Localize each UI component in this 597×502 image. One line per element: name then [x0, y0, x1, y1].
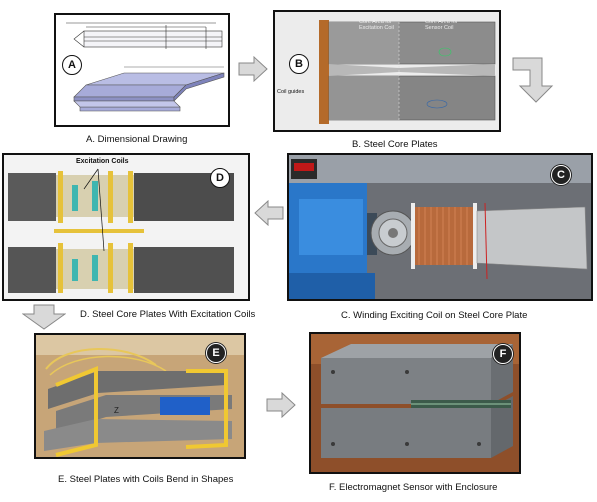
panel-d-badge: D	[210, 168, 230, 188]
panel-d-core-plates-with-coils: Excitation Coils D	[2, 153, 250, 301]
panel-e-bent-plates: Z E	[34, 333, 246, 459]
panel-d-caption: D. Steel Core Plates With Excitation Coi…	[80, 309, 256, 320]
bent-plates-image: Z	[36, 335, 244, 457]
label-excitation-coils: Excitation Coils	[76, 158, 129, 165]
panel-a-dimensional-drawing: A	[54, 13, 230, 127]
panel-b-caption: B. Steel Core Plates	[352, 139, 438, 150]
label-excitation-area: Core Area for Excitation Coil	[359, 19, 394, 31]
panel-a-badge: A	[62, 55, 82, 75]
panel-e-badge: E	[206, 343, 226, 363]
panel-b-steel-core-plates: Core Area for Excitation Coil Core Area …	[273, 10, 501, 132]
arrow-down-bend-icon	[512, 57, 554, 103]
panel-e-caption: E. Steel Plates with Coils Bend in Shape…	[58, 474, 234, 485]
panel-f-sensor-enclosure: F	[309, 332, 521, 474]
panel-f-badge: F	[493, 344, 513, 364]
panel-c-badge: C	[551, 165, 571, 185]
arrow-left-icon	[254, 200, 284, 226]
label-coil-guides: Coil guides	[277, 89, 305, 95]
arrow-down-icon	[22, 304, 66, 330]
core-plates-with-coils-image	[4, 155, 248, 299]
steel-core-plates-image	[275, 12, 499, 130]
arrow-right-icon	[266, 392, 296, 418]
winding-coil-image	[289, 155, 591, 299]
panel-b-badge: B	[289, 54, 309, 74]
panel-a-caption: A. Dimensional Drawing	[86, 134, 188, 145]
label-sensor-area: Core Area for Sensor Coil	[425, 19, 458, 31]
panel-c-winding-coil: C	[287, 153, 593, 301]
arrow-right-icon	[238, 56, 268, 82]
dimensional-drawing-image	[66, 22, 225, 112]
sensor-enclosure-image	[311, 334, 519, 472]
panel-f-caption: F. Electromagnet Sensor with Enclosure	[329, 482, 498, 493]
svg-text:Z: Z	[114, 406, 119, 415]
panel-c-caption: C. Winding Exciting Coil on Steel Core P…	[341, 310, 528, 321]
